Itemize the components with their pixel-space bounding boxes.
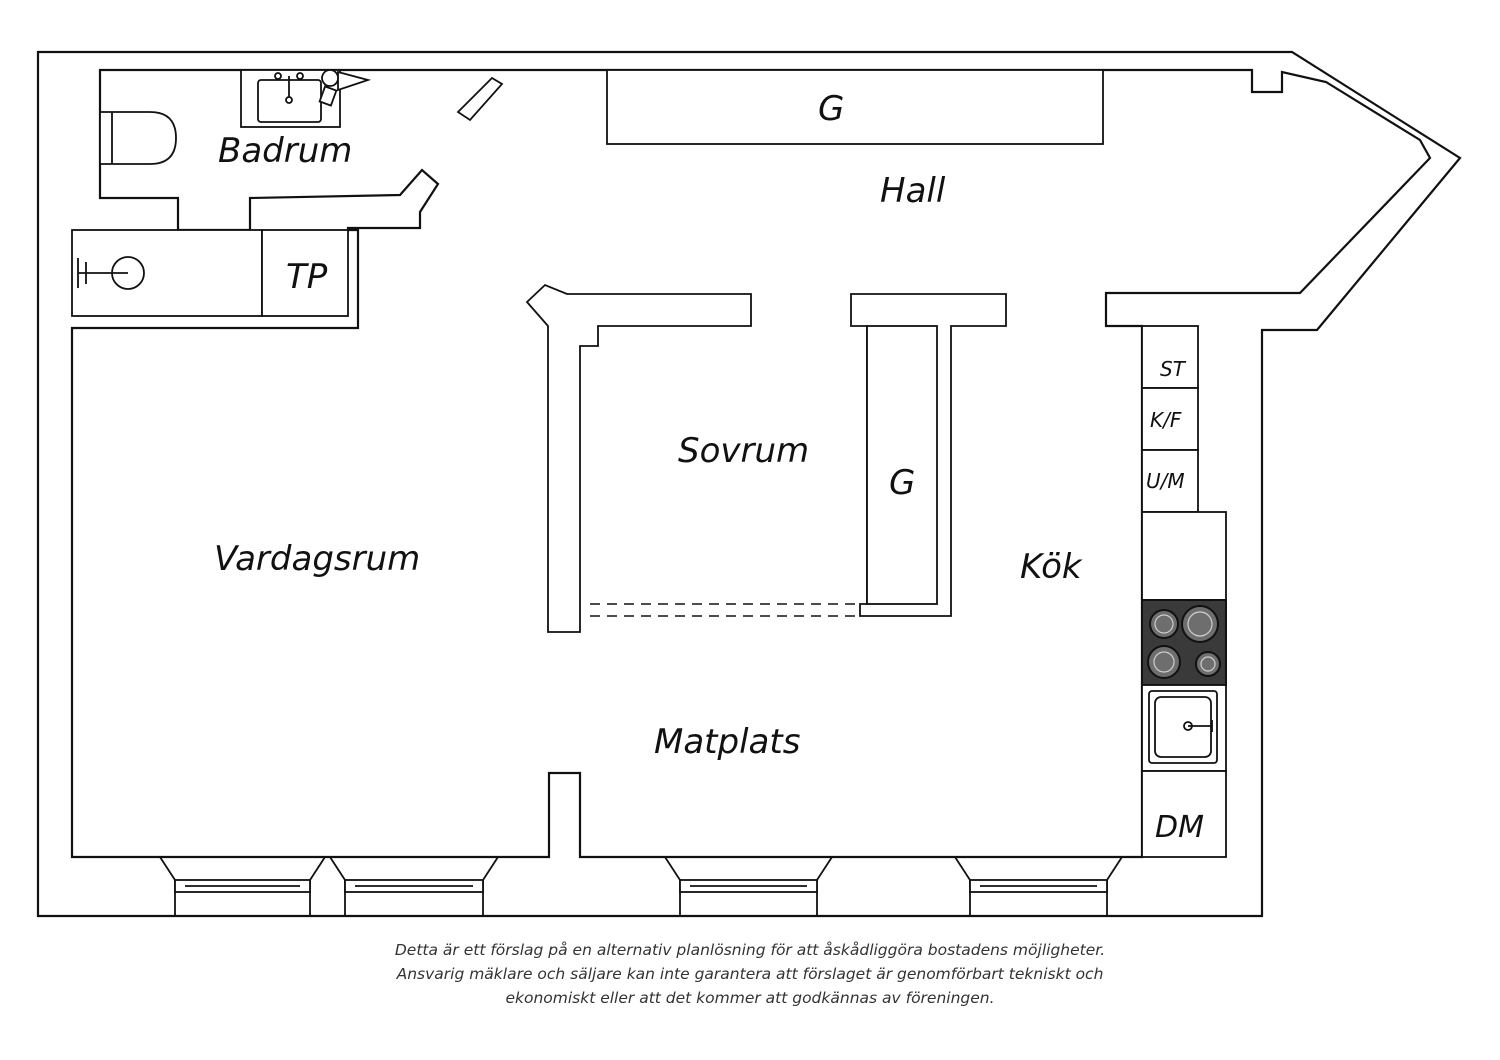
wardrobe-label-sovrum: G — [889, 463, 915, 503]
door-stub-left — [456, 76, 504, 122]
kitchen-label-dm: DM — [1155, 810, 1204, 845]
room-label-kok: Kök — [1020, 547, 1083, 587]
disclaimer-line: ekonomiskt eller att det kommer att godk… — [505, 989, 995, 1007]
hall-wardrobe — [606, 69, 1104, 145]
bedroom-wardrobe — [866, 325, 938, 605]
shower-head-icon — [321, 69, 372, 92]
laundry-room — [71, 229, 263, 317]
window — [954, 856, 1123, 916]
kitchen-label-st: ST — [1160, 357, 1187, 381]
room-label-matplats: Matplats — [654, 722, 800, 762]
disclaimer-line: Detta är ett förslag på en alternativ pl… — [394, 941, 1106, 959]
kitchen-unit-dm — [1141, 770, 1227, 858]
kitchen-unit-um — [1141, 449, 1199, 513]
outer-walls — [36, 50, 1462, 918]
tp-cabinet — [261, 229, 349, 317]
window — [159, 856, 326, 916]
hob-ring-icon — [1195, 651, 1221, 677]
floor-plan: Badrum Hall G TP Sovrum G Vardagsrum Kök… — [36, 50, 1462, 918]
kitchen-counter — [1141, 511, 1227, 601]
hob-ring-icon — [1147, 645, 1181, 679]
disclaimer-line: Ansvarig mäklare och säljare kan inte ga… — [396, 965, 1104, 983]
window — [329, 856, 499, 916]
kitchen-label-kf: K/F — [1150, 408, 1182, 432]
kitchen-unit-st — [1141, 325, 1199, 389]
disclaimer-text: Detta är ett förslag på en alternativ pl… — [250, 938, 1250, 1010]
hob-ring-icon — [1181, 605, 1219, 643]
toilet-icon — [99, 111, 177, 165]
hob-ring-icon — [1149, 609, 1179, 639]
basin-tap-icon — [274, 72, 282, 80]
room-label-badrum: Badrum — [218, 131, 352, 171]
room-label-vardagsrum: Vardagsrum — [214, 539, 420, 579]
room-label-tp: TP — [286, 257, 328, 297]
wardrobe-label-hall: G — [818, 89, 844, 129]
kitchen-label-um: U/M — [1146, 469, 1185, 493]
room-label-hall: Hall — [880, 171, 946, 211]
room-label-sovrum: Sovrum — [678, 431, 809, 471]
bedroom-wall-left — [525, 283, 752, 633]
window — [664, 856, 833, 916]
